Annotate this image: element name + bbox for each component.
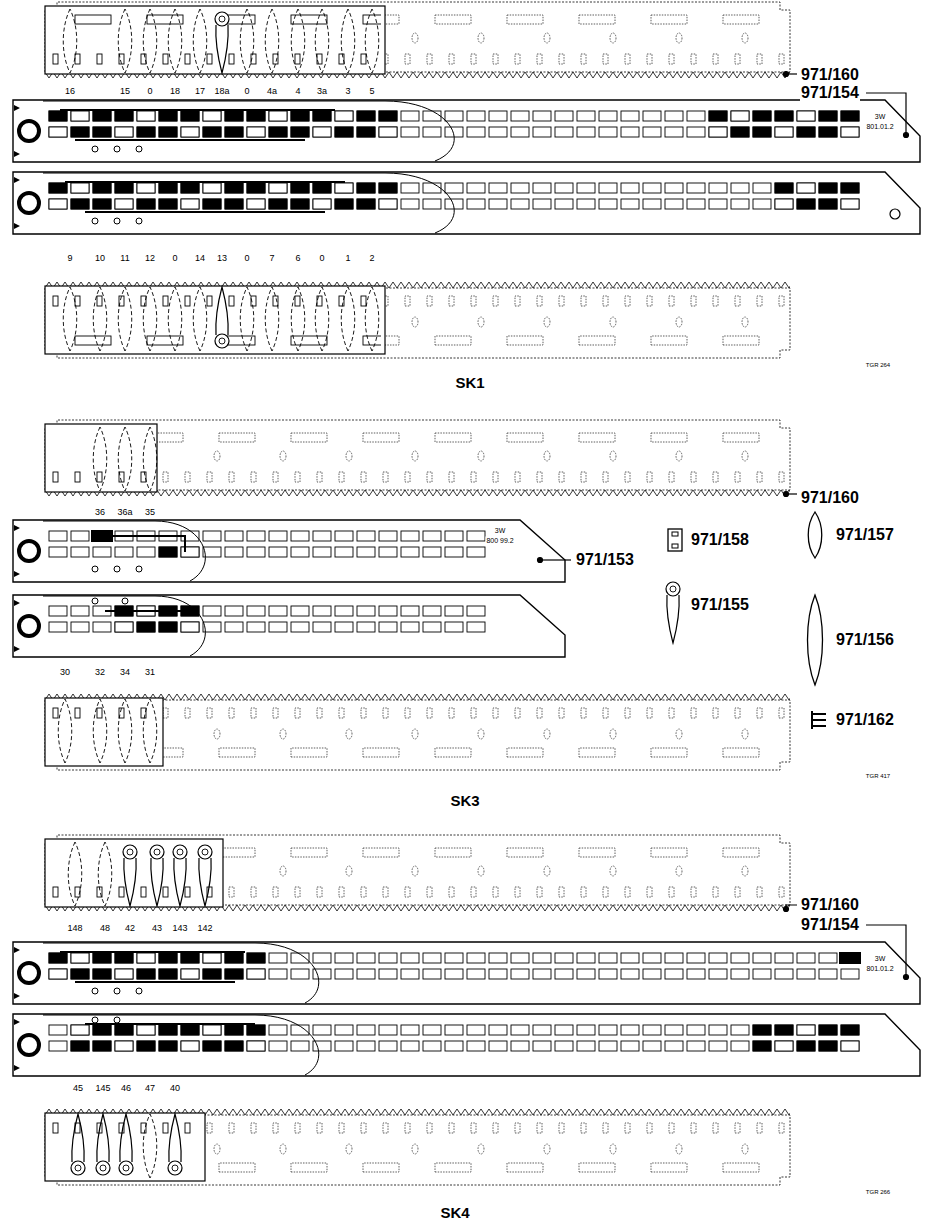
callout-number: 143 bbox=[171, 924, 188, 933]
callout-number: 18a bbox=[213, 87, 230, 96]
callout-number: 9 bbox=[66, 254, 73, 263]
callout-number: 35 bbox=[144, 508, 156, 517]
part-symbols bbox=[666, 512, 826, 729]
leader-line bbox=[784, 905, 909, 980]
callout-number: TGR 266 bbox=[865, 1189, 891, 1195]
callout-number: 30 bbox=[59, 668, 71, 677]
callout-number: 3 bbox=[344, 87, 351, 96]
callout-number: 801.01.2 bbox=[865, 965, 894, 972]
part-number: SK3 bbox=[449, 793, 480, 808]
callout-number: 145 bbox=[94, 1084, 111, 1093]
contact-strip bbox=[45, 281, 790, 358]
callout-number: 13 bbox=[216, 254, 228, 263]
part-number: 971/155 bbox=[690, 597, 750, 613]
callout-number: 3W bbox=[494, 527, 507, 534]
callout-number: 31 bbox=[144, 668, 156, 677]
part-number: 971/157 bbox=[835, 527, 895, 543]
callout-number: 47 bbox=[144, 1084, 156, 1093]
part-number: 971/160 bbox=[800, 897, 860, 913]
callout-number: 0 bbox=[171, 254, 178, 263]
contact-plate bbox=[13, 520, 565, 582]
callout-number: 1 bbox=[344, 254, 351, 263]
callout-number: 14 bbox=[194, 254, 206, 263]
callout-number: 45 bbox=[72, 1084, 84, 1093]
contact-plate bbox=[13, 100, 920, 162]
part-number: SK1 bbox=[454, 375, 485, 390]
callout-number: 0 bbox=[318, 254, 325, 263]
callout-number: 46 bbox=[120, 1084, 132, 1093]
callout-number: 0 bbox=[146, 87, 153, 96]
callout-number: 142 bbox=[196, 924, 213, 933]
callout-number: 32 bbox=[94, 668, 106, 677]
callout-number: 3W bbox=[874, 113, 887, 120]
contact-strip bbox=[45, 693, 790, 770]
callout-number: 7 bbox=[268, 254, 275, 263]
contact-strip bbox=[45, 420, 790, 497]
callout-number: 34 bbox=[119, 668, 131, 677]
callout-number: 3W bbox=[874, 955, 887, 962]
part-number: SK4 bbox=[439, 1205, 470, 1220]
callout-number: 2 bbox=[368, 254, 375, 263]
part-number: 971/156 bbox=[835, 632, 895, 648]
contact-plate bbox=[13, 1014, 920, 1076]
callout-number: 148 bbox=[66, 924, 83, 933]
part-number: 971/153 bbox=[575, 552, 635, 568]
callout-number: 18 bbox=[169, 87, 181, 96]
callout-number: 6 bbox=[294, 254, 301, 263]
callout-number: TGR 264 bbox=[865, 362, 891, 368]
callout-number: 42 bbox=[124, 924, 136, 933]
callout-number: 15 bbox=[119, 87, 131, 96]
callout-number: 36 bbox=[94, 508, 106, 517]
callout-number: 16 bbox=[64, 87, 76, 96]
contact-strip bbox=[45, 1108, 790, 1185]
callout-number: 0 bbox=[243, 254, 250, 263]
contact-plate bbox=[13, 942, 920, 1004]
callout-number: 3a bbox=[316, 87, 328, 96]
callout-number: 4 bbox=[294, 87, 301, 96]
contact-plate bbox=[13, 595, 565, 657]
callout-number: 43 bbox=[151, 924, 163, 933]
callout-number: 36a bbox=[116, 508, 133, 517]
callout-number: 10 bbox=[94, 254, 106, 263]
callout-number: 4a bbox=[266, 87, 278, 96]
callout-number: 801.01.2 bbox=[865, 123, 894, 130]
callout-number: 17 bbox=[194, 87, 206, 96]
callout-number: 11 bbox=[119, 254, 130, 263]
callout-number: 12 bbox=[144, 254, 156, 263]
callout-number: TGR 417 bbox=[865, 773, 891, 779]
callout-number: 40 bbox=[169, 1084, 181, 1093]
callout-number: 800 99.2 bbox=[485, 537, 514, 544]
part-number: 971/154 bbox=[800, 85, 860, 101]
contact-strip bbox=[45, 835, 790, 912]
callout-number: 5 bbox=[368, 87, 375, 96]
callout-number: 48 bbox=[99, 924, 111, 933]
part-number: 971/154 bbox=[800, 917, 860, 933]
part-number: 971/162 bbox=[835, 712, 895, 728]
part-number: 971/160 bbox=[800, 67, 860, 83]
contact-strip bbox=[45, 2, 790, 79]
part-number: 971/160 bbox=[800, 490, 860, 506]
callout-number: 0 bbox=[243, 87, 250, 96]
part-number: 971/158 bbox=[690, 532, 750, 548]
contact-plate bbox=[13, 172, 920, 234]
